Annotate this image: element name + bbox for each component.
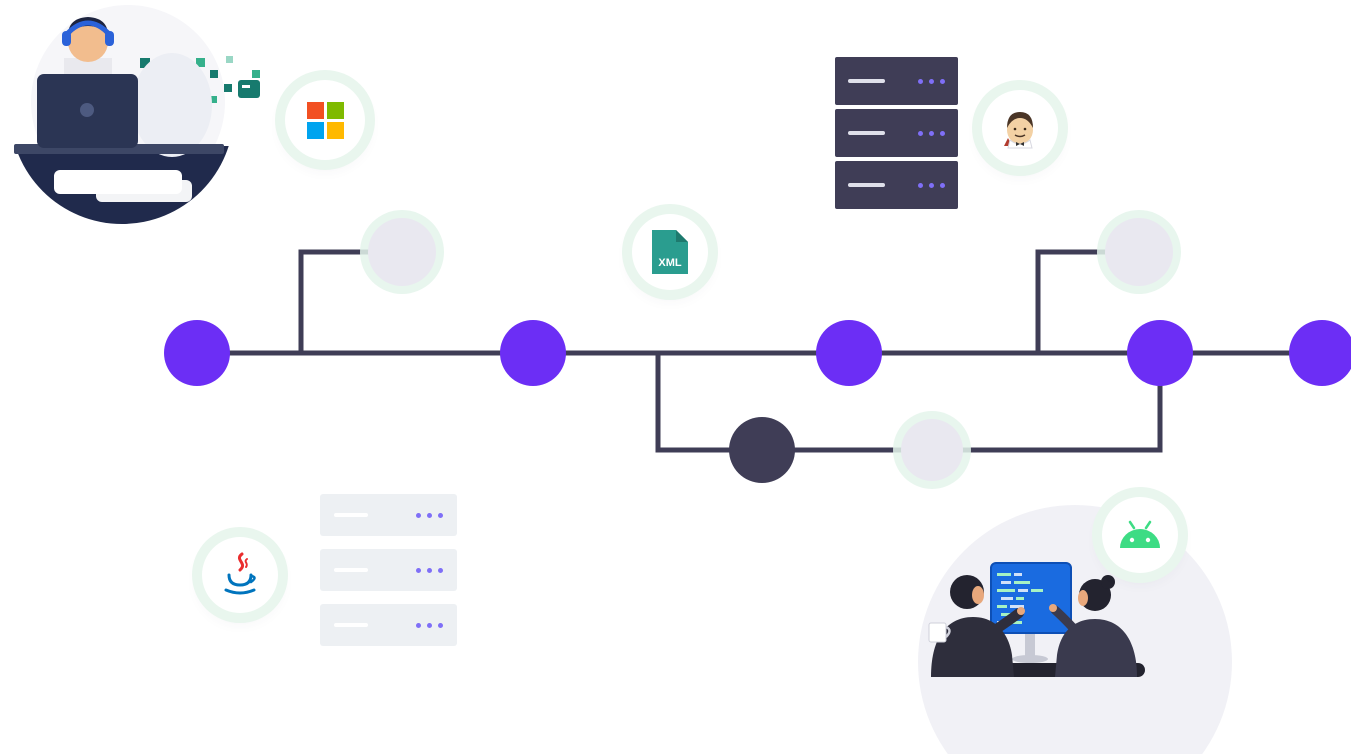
- head: [1079, 579, 1111, 611]
- pipeline-node-3: [500, 320, 566, 386]
- java-logo-icon: [224, 552, 256, 595]
- pipeline-node-7: [1105, 218, 1173, 286]
- list-row-line: [334, 568, 368, 572]
- headset-earcup-right: [105, 31, 114, 46]
- monitor-base: [1012, 655, 1048, 663]
- list-row: [320, 549, 457, 591]
- pipeline-node-5: [729, 417, 795, 483]
- server-led-dots: [918, 130, 945, 136]
- android-logo-badge: [1102, 497, 1178, 573]
- server-unit: [835, 161, 958, 209]
- pipeline-node-2: [368, 218, 436, 286]
- server-led-dots: [918, 182, 945, 188]
- monitor-stand: [1025, 625, 1035, 659]
- microsoft-logo-icon: [306, 101, 344, 139]
- server-unit: [835, 109, 958, 157]
- server-unit: [835, 57, 958, 105]
- support-agent-illustration: [14, 5, 260, 224]
- android-logo-icon: [1120, 520, 1160, 548]
- body: [1055, 619, 1137, 677]
- pipeline-node-4: [816, 320, 882, 386]
- hair-bun: [1101, 575, 1115, 589]
- developer-left: [931, 575, 1025, 677]
- face: [1078, 590, 1088, 606]
- body: [931, 617, 1014, 677]
- headset-band: [65, 20, 111, 36]
- list-card-illustration: [320, 494, 457, 646]
- list-row: [320, 604, 457, 646]
- list-row-dots: [416, 567, 443, 573]
- face: [972, 586, 984, 604]
- pipeline-node-9: [1289, 320, 1351, 386]
- list-row: [320, 494, 457, 536]
- server-led-dots: [918, 78, 945, 84]
- jenkins-logo-badge: [982, 90, 1058, 166]
- list-row-dots: [416, 622, 443, 628]
- server-rack-illustration: [835, 57, 958, 209]
- list-row-line: [334, 513, 368, 517]
- agent-head: [62, 17, 114, 62]
- headset-earcup-left: [62, 31, 71, 46]
- hand: [1049, 604, 1057, 612]
- server-slot-line: [848, 183, 885, 187]
- pipeline-node-1: [164, 320, 230, 386]
- microsoft-logo-badge: [285, 80, 365, 160]
- agent-body: [132, 53, 212, 157]
- server-slot-line: [848, 79, 885, 83]
- pipeline-node-8: [1127, 320, 1193, 386]
- monitor-back: [37, 74, 138, 148]
- java-logo-badge: [202, 537, 278, 613]
- coffee-mug: [928, 622, 951, 643]
- list-row-dots: [416, 512, 443, 518]
- jenkins-logo-icon: [1004, 112, 1033, 149]
- xml-file-icon: XML: [652, 230, 688, 274]
- list-row-line: [334, 623, 368, 627]
- xml-file-label: XML: [658, 257, 682, 269]
- desk-papers: [54, 170, 192, 202]
- server-slot-line: [848, 131, 885, 135]
- hand: [1017, 607, 1025, 615]
- pipeline-node-6: [901, 419, 963, 481]
- xml-file-badge: XML: [632, 214, 708, 290]
- developer-right: [1049, 575, 1137, 677]
